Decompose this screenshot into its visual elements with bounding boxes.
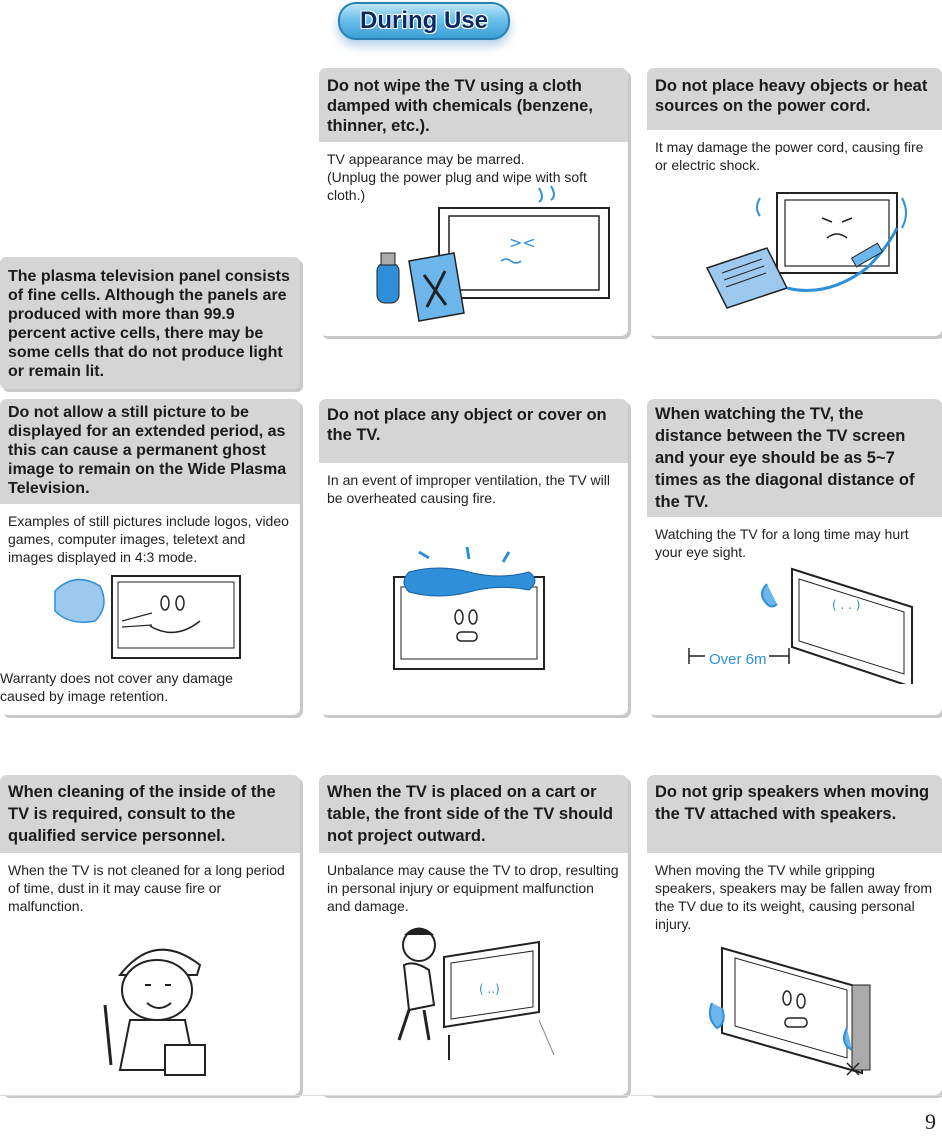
card-body: In an event of improper ventilation, the…: [327, 472, 611, 506]
still-image-tv-illustration: [54, 575, 241, 659]
card-body: Unbalance may cause the TV to drop, resu…: [327, 862, 619, 914]
page-number: 9: [925, 1109, 936, 1134]
card-wipe-chemicals: Do not wipe the TV using a cloth damped …: [319, 68, 628, 336]
chemical-bottles-illustration: ><: [376, 185, 610, 322]
card-speaker-grip: Do not grip speakers when moving the TV …: [647, 775, 942, 1095]
section-title-badge: During Use: [338, 2, 510, 40]
card-heading: Do not place any object or cover on the …: [319, 399, 628, 463]
card-heading: Do not allow a still picture to be displ…: [0, 399, 300, 504]
warranty-note: Warranty does not cover any damage cause…: [0, 670, 233, 704]
covered-tv-illustration: [393, 547, 545, 670]
card-heading: When the TV is placed on a cart or table…: [319, 775, 628, 853]
card-heading: When watching the TV, the distance betwe…: [647, 399, 942, 517]
plasma-note: The plasma television panel consists of …: [0, 257, 300, 389]
heater-on-cord-illustration: [705, 192, 907, 309]
card-viewing-distance: When watching the TV, the distance betwe…: [647, 399, 942, 715]
card-power-cord: Do not place heavy objects or heat sourc…: [647, 68, 942, 336]
card-body: Watching the TV for a long time may hurt…: [655, 526, 909, 560]
page-divider: [0, 1095, 942, 1096]
svg-text:( . . ): ( . . ): [832, 598, 860, 612]
speaker-grip-illustration: [708, 946, 871, 1076]
card-heading: When cleaning of the inside of the TV is…: [0, 775, 300, 853]
svg-text:( ..): ( ..): [479, 982, 500, 996]
section-title: During Use: [359, 7, 488, 34]
card-heading: Do not wipe the TV using a cloth damped …: [319, 68, 628, 142]
tv-on-cart-illustration: ( ..): [397, 927, 555, 1060]
card-heading: Do not place heavy objects or heat sourc…: [647, 68, 942, 130]
svg-text:><: ><: [509, 233, 536, 252]
card-inside-cleaning: When cleaning of the inside of the TV is…: [0, 775, 300, 1095]
card-body: Examples of still pictures include logos…: [8, 513, 289, 565]
viewing-distance-illustration: ( . . ): [688, 567, 913, 684]
distance-label: Over 6m: [709, 651, 767, 668]
card-heading: Do not grip speakers when moving the TV …: [647, 775, 942, 853]
card-body: When the TV is not cleaned for a long pe…: [8, 862, 285, 914]
card-cart-placement: When the TV is placed on a cart or table…: [319, 775, 628, 1095]
card-body: It may damage the power cord, causing fi…: [655, 139, 924, 173]
card-still-picture: Do not allow a still picture to be displ…: [0, 399, 300, 715]
card-body: TV appearance may be marred. (Unplug the…: [327, 151, 587, 203]
card-body: When moving the TV while gripping speake…: [655, 862, 933, 932]
service-technician-illustration: [103, 948, 206, 1076]
card-no-cover: Do not place any object or cover on the …: [319, 399, 628, 715]
